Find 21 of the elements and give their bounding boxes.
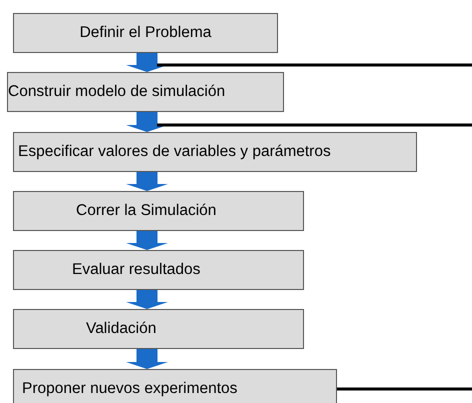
step-label: Evaluar resultados — [72, 260, 200, 280]
step-label: Validación — [86, 319, 156, 340]
step-label: Especificar valores de variables y parámetros — [18, 142, 331, 162]
block-arrow — [126, 349, 168, 369]
process-box — [13, 132, 417, 172]
block-arrow — [126, 290, 168, 309]
block-arrow — [126, 172, 168, 191]
connector-line — [157, 64, 472, 66]
process-box — [13, 250, 304, 290]
step-label: Definir el Problema — [80, 23, 212, 44]
step-label: Correr la Simulación — [76, 201, 216, 222]
connector-line — [157, 124, 472, 126]
process-box — [13, 369, 337, 403]
process-box — [13, 309, 304, 349]
step-label: Construir modelo de simulación — [8, 82, 226, 102]
block-arrow — [126, 231, 168, 250]
process-box — [13, 13, 278, 53]
process-box — [7, 72, 284, 112]
connector-line — [337, 388, 472, 390]
process-box — [13, 191, 304, 231]
step-label: Proponer nuevos experimentos — [22, 379, 238, 400]
